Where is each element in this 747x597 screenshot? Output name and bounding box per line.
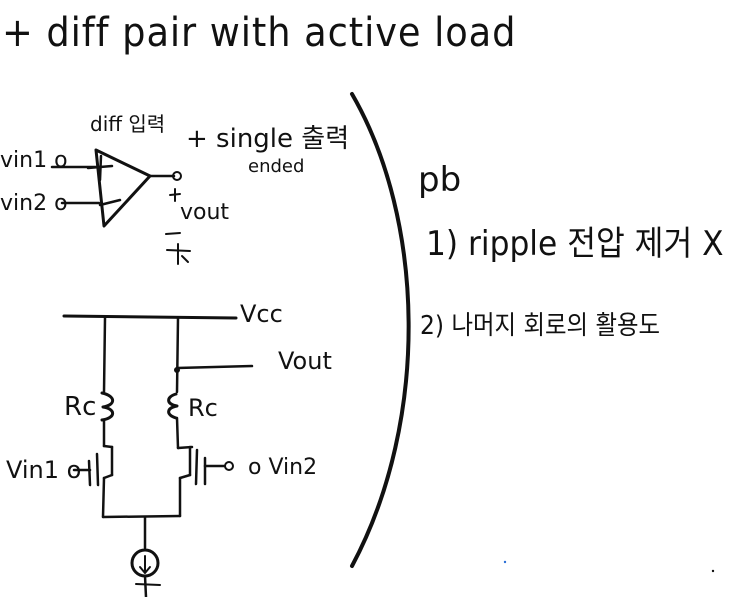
stray-dot xyxy=(503,560,507,564)
resistor-left-label: Rc xyxy=(64,392,97,422)
current-source-arrowhead xyxy=(139,566,151,574)
problems-heading: pb xyxy=(418,160,462,200)
left-source xyxy=(102,473,114,480)
output-minus xyxy=(165,232,181,235)
left-gate-plate-2 xyxy=(87,459,92,487)
tail-wire xyxy=(101,514,182,519)
gate-right-label: o Vin2 xyxy=(248,455,318,480)
left-branch-top xyxy=(102,316,107,394)
opamp-input2-label: vin2 o xyxy=(0,191,68,216)
bracket xyxy=(350,92,411,568)
opamp-mode-label: + single 출력 xyxy=(186,124,350,154)
right-source xyxy=(178,473,192,480)
tail-ground-h xyxy=(135,583,161,586)
left-source-down xyxy=(101,476,106,519)
opamp-minus-mark xyxy=(98,198,122,207)
opamp-mode-label-2: ended xyxy=(248,156,305,177)
vcc-rail xyxy=(62,314,238,320)
right-gate-terminal xyxy=(224,461,234,471)
problem-item-1: 1) ripple 전압 제거 X xyxy=(426,224,724,264)
right-gate-plate xyxy=(194,448,199,486)
output-ground-tick xyxy=(181,255,189,263)
left-drain xyxy=(102,444,114,449)
resistor-left xyxy=(100,391,115,422)
opamp-triangle xyxy=(94,148,152,228)
opamp-output-label: vout xyxy=(180,200,230,225)
opamp-output-node xyxy=(172,171,182,181)
vout-wire xyxy=(175,364,254,370)
right-branch-mid xyxy=(175,416,180,450)
opamp-diff-label: diff 입력 xyxy=(90,112,166,136)
tail-ground-v xyxy=(143,574,148,597)
circuit-output-label: Vout xyxy=(278,347,332,375)
page-title: + diff pair with active load xyxy=(2,10,517,56)
vout-node xyxy=(174,367,180,373)
resistor-right xyxy=(167,392,179,420)
resistor-right-label: Rc xyxy=(188,394,218,422)
supply-label: Vcc xyxy=(240,300,283,328)
stray-dot xyxy=(711,569,715,573)
left-gate-plate xyxy=(95,452,100,487)
opamp-input1-label: vin1 o xyxy=(0,148,68,173)
right-branch-top xyxy=(175,316,180,394)
problem-item-2: 2) 나머지 회로의 활용도 xyxy=(420,311,661,341)
gate-left-label: Vin1 o xyxy=(6,456,82,484)
